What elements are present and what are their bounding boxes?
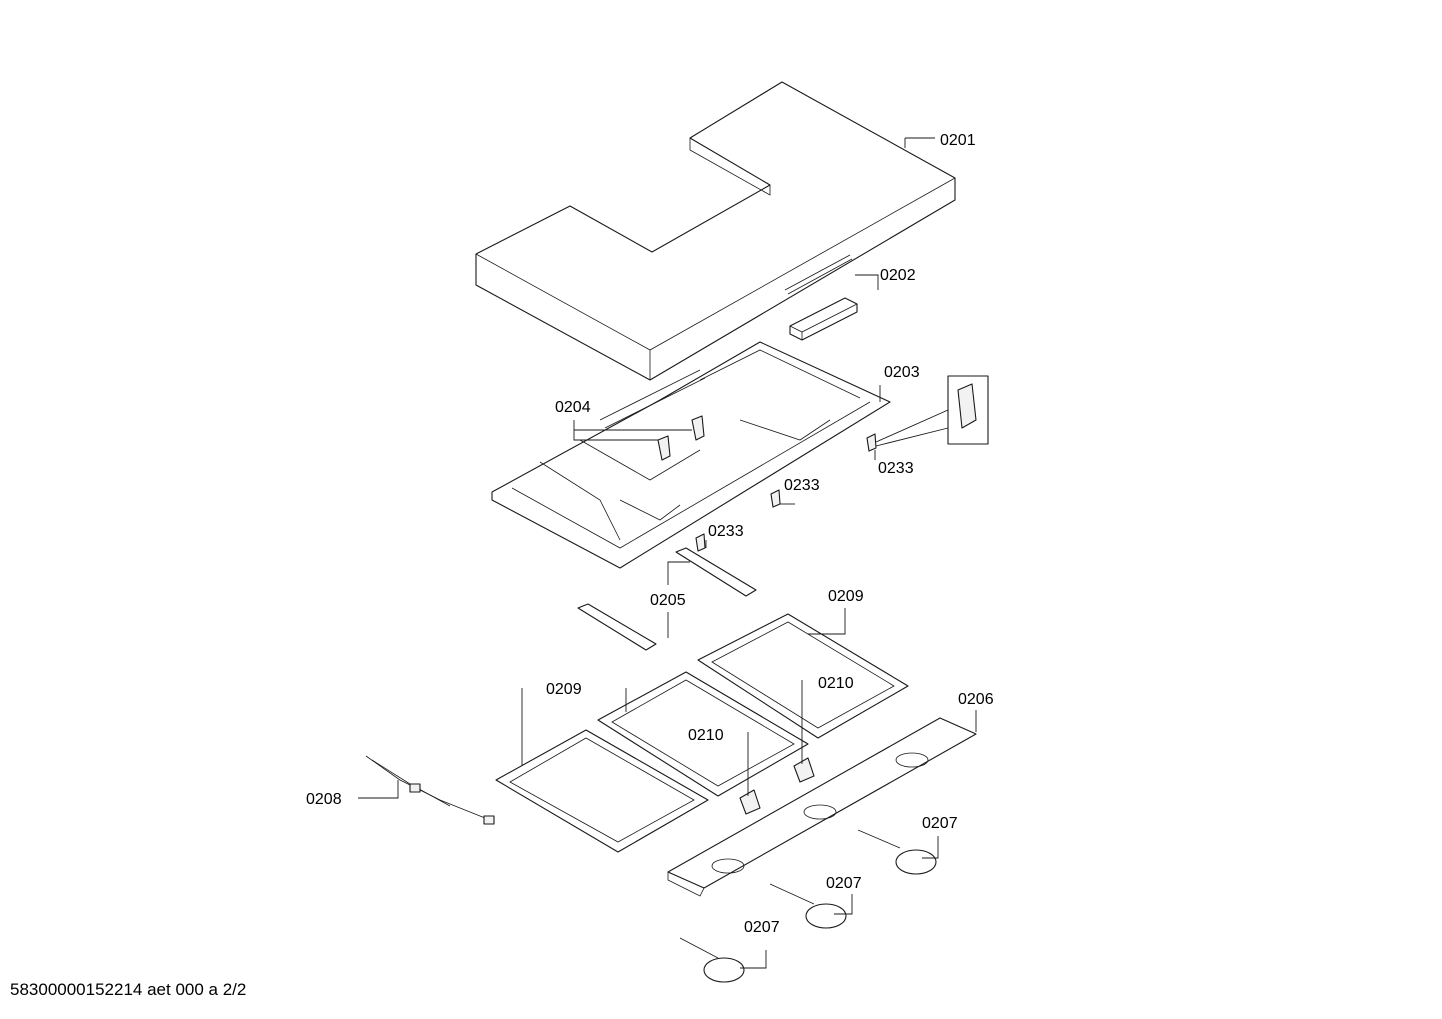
- callout-0207-c: 0207: [744, 919, 780, 936]
- callout-0233-a: 0233: [878, 460, 914, 477]
- callout-0204: 0204: [555, 399, 591, 416]
- callout-0206: 0206: [958, 691, 994, 708]
- callout-0210-a: 0210: [818, 675, 854, 692]
- part-0202-bracket: [789, 297, 858, 341]
- callout-0209-b: 0209: [546, 681, 582, 698]
- callout-0207-b: 0207: [826, 875, 862, 892]
- part-0208-wiring: [365, 755, 495, 825]
- part-0210-knobs: [739, 757, 815, 815]
- callout-0205: 0205: [650, 592, 686, 609]
- callout-0202: 0202: [880, 267, 916, 284]
- part-0201-top-cover: [475, 81, 956, 381]
- callout-0233-c: 0233: [708, 523, 744, 540]
- part-0203-base-tray: [491, 341, 891, 569]
- callout-0203: 0203: [884, 364, 920, 381]
- part-0206-control-panel: [667, 717, 977, 897]
- callout-labels: 0201 0202 0203 0204 0233 0233 0233 0205 …: [306, 132, 994, 936]
- part-0233-clips: [695, 375, 989, 552]
- callout-0207-a: 0207: [922, 815, 958, 832]
- callout-0208: 0208: [306, 791, 342, 808]
- callout-0210-b: 0210: [688, 727, 724, 744]
- leader-lines: [358, 137, 977, 969]
- callout-0233-b: 0233: [784, 477, 820, 494]
- part-0209-frames: [495, 613, 909, 853]
- part-0205-rails: [577, 547, 757, 651]
- part-0204-clips: [657, 415, 705, 461]
- part-0207-knobs: [679, 829, 937, 983]
- callout-0209-a: 0209: [828, 588, 864, 605]
- document-id: 58300000152214 aet 000 a 2/2: [10, 980, 247, 999]
- callout-0201: 0201: [940, 132, 976, 149]
